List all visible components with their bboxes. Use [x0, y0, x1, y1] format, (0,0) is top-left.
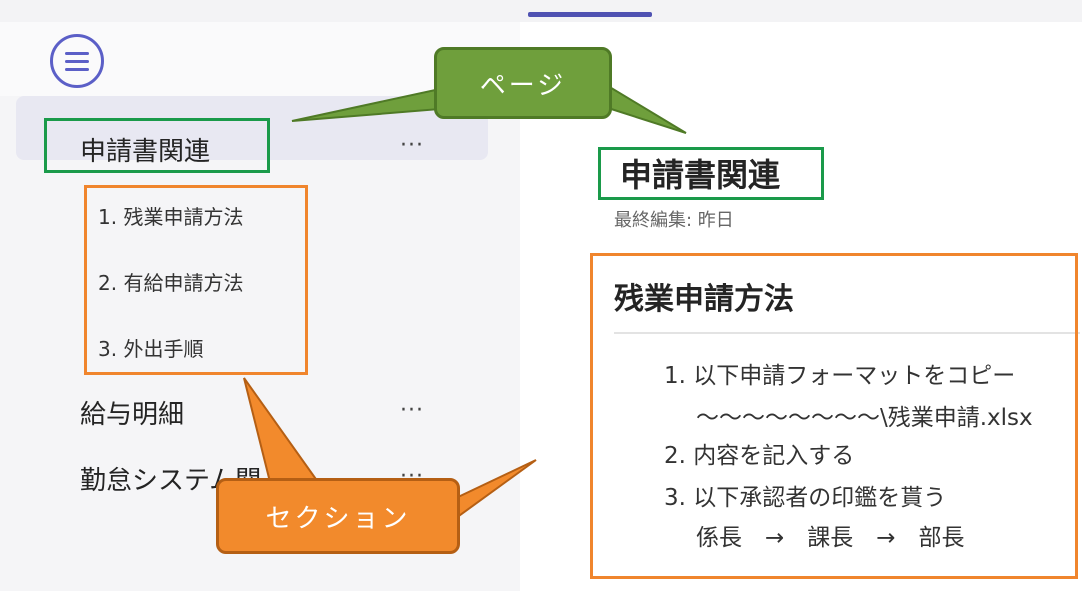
section-item[interactable]: 1. 残業申請方法	[98, 205, 244, 229]
page-highlight-box	[44, 118, 270, 173]
sections-highlight-box	[84, 185, 308, 375]
page-title[interactable]: 申請書関連	[620, 156, 781, 194]
step-item[interactable]: 〜〜〜〜〜〜〜〜\残業申請.xlsx	[696, 405, 1033, 431]
last-edited-text: 最終編集: 昨日	[614, 210, 734, 231]
step-item[interactable]: 2. 内容を記入する	[664, 443, 855, 469]
section-callout-pointer-right	[455, 459, 537, 520]
page-callout-pointer-right	[607, 84, 687, 134]
page-item-label[interactable]: 給与明細	[80, 400, 185, 430]
step-item[interactable]: 係長 → 課長 → 部長	[696, 525, 965, 551]
active-tab-indicator	[528, 12, 652, 17]
hamburger-menu-icon[interactable]	[50, 34, 104, 88]
page-item-label[interactable]: 申請書関連	[80, 137, 211, 167]
step-item[interactable]: 1. 以下申請フォーマットをコピー	[664, 363, 1016, 389]
page-more-options-button[interactable]: ···	[400, 133, 424, 158]
title-highlight-box	[598, 147, 824, 200]
section-heading[interactable]: 残業申請方法	[614, 282, 794, 317]
section-item[interactable]: 2. 有給申請方法	[98, 271, 244, 295]
content-highlight-box	[590, 253, 1078, 579]
page-content-area	[520, 22, 1082, 591]
page-more-options-button[interactable]: ···	[400, 398, 424, 423]
page-callout: ページ	[434, 47, 612, 119]
section-callout: セクション	[216, 478, 460, 554]
section-item[interactable]: 3. 外出手順	[98, 337, 204, 361]
page-callout-pointer-left	[291, 87, 441, 122]
step-item[interactable]: 3. 以下承認者の印鑑を貰う	[664, 485, 947, 511]
heading-divider	[614, 332, 1080, 334]
section-callout-pointer-left	[243, 377, 320, 483]
